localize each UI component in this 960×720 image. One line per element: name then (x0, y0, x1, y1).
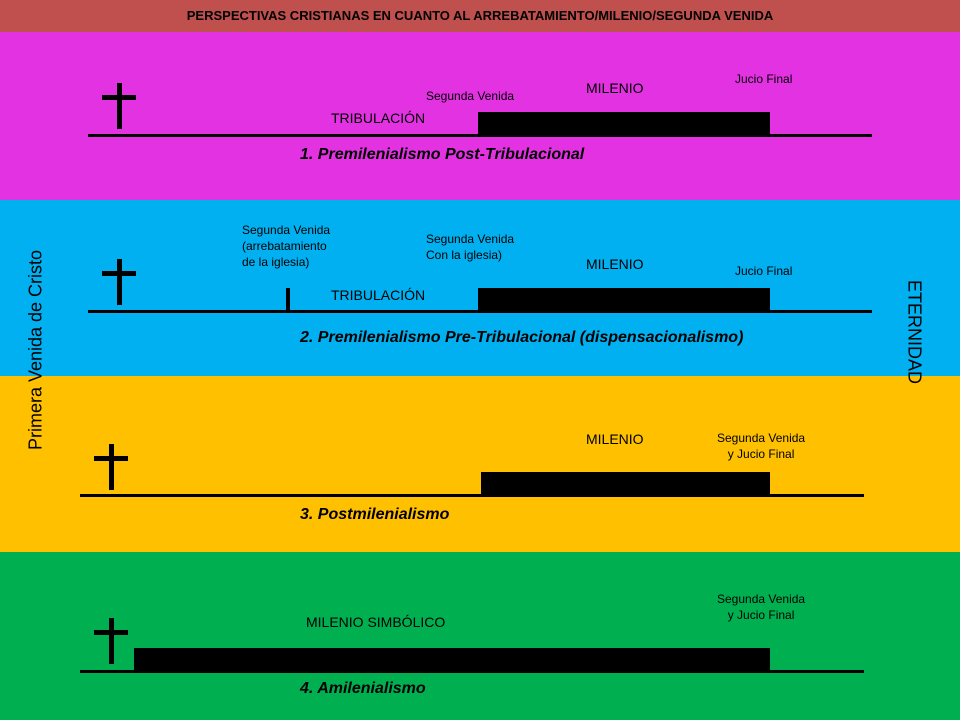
tribulacion-label: TRIBULACIÓN (331, 287, 426, 303)
band-premilenialismo-pre: Segunda Venida (arrebatamiento de la igl… (0, 200, 960, 376)
milenio-block (478, 288, 770, 313)
milenio-label: MILENIO (586, 431, 644, 447)
section-title: 4. Amilenialismo (300, 680, 426, 697)
milenio-block (481, 472, 770, 497)
rapture-label: Segunda Venida (arrebatamiento de la igl… (242, 223, 331, 269)
milenio-label: MILENIO (586, 80, 644, 96)
tribulacion-label: TRIBULACIÓN (331, 110, 426, 126)
page-title: PERSPECTIVAS CRISTIANAS EN CUANTO AL ARR… (186, 8, 774, 23)
section-title: 1. Premilenialismo Post-Tribulacional (300, 146, 585, 163)
milenio-block (134, 648, 770, 673)
cross-icon (94, 444, 128, 490)
header-bar: PERSPECTIVAS CRISTIANAS EN CUANTO AL ARR… (0, 0, 960, 32)
segunda-venida-juicio-label: Segunda Venida y Jucio Final (717, 592, 806, 622)
cross-icon (94, 618, 128, 664)
milenio-block (478, 112, 770, 137)
band-amilenialismo: MILENIO SIMBÓLICO Segunda Venida y Jucio… (0, 552, 960, 720)
milenio-label: MILENIO (586, 256, 644, 272)
cross-icon (102, 259, 136, 305)
juicio-final-label: Jucio Final (735, 72, 793, 86)
band-postmilenialismo: MILENIO Segunda Venida y Jucio Final 3. … (0, 376, 960, 552)
rapture-marker (286, 288, 290, 313)
section-title: 2. Premilenialismo Pre-Tribulacional (di… (300, 329, 744, 346)
segunda-venida-juicio-label: Segunda Venida y Jucio Final (717, 431, 806, 461)
segunda-venida-label: Segunda Venida (426, 89, 515, 103)
timeline (80, 494, 864, 497)
section-title: 3. Postmilenialismo (300, 506, 450, 523)
eternidad-label: ETERNIDAD (904, 279, 925, 385)
juicio-final-label: Jucio Final (735, 264, 793, 278)
milenio-label: MILENIO SIMBÓLICO (306, 614, 446, 630)
segunda-venida-label: Segunda Venida Con la iglesia) (426, 232, 515, 262)
primera-venida-label: Primera Venida de Cristo (25, 249, 46, 451)
cross-icon (102, 83, 136, 129)
band-premilenialismo-post: TRIBULACIÓN Segunda Venida MILENIO Jucio… (0, 32, 960, 200)
